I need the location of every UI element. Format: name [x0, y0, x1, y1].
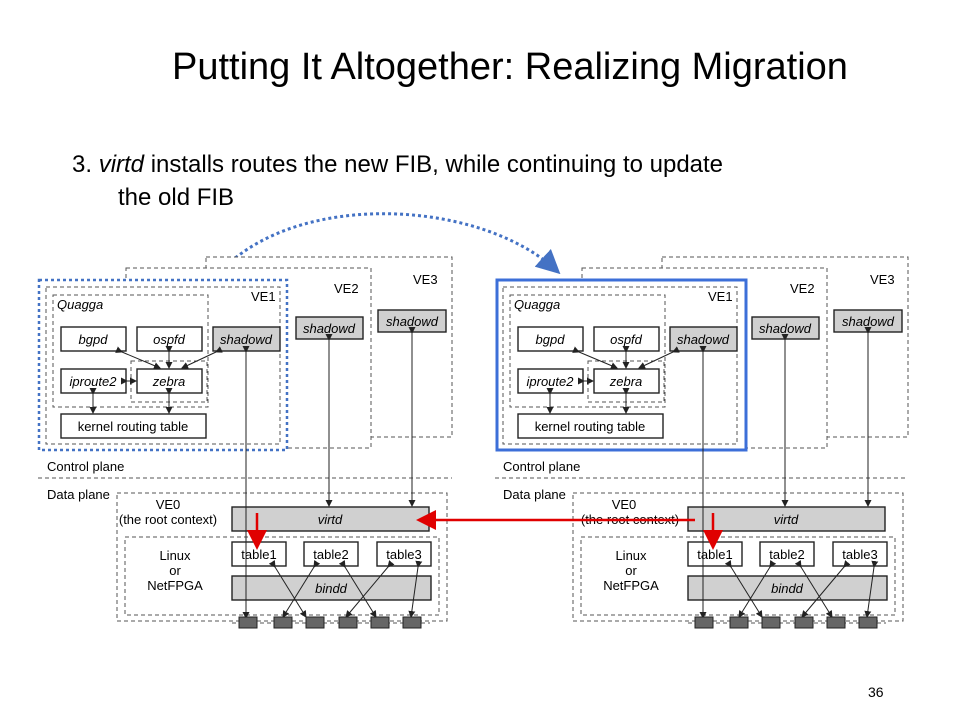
control-plane-label: Control plane — [47, 459, 124, 474]
bullet-text: 3. virtd installs routes the new FIB, wh… — [72, 148, 892, 214]
table1-label: table1 — [241, 547, 276, 562]
kernel-routing-table — [60, 413, 207, 439]
table2-label: table2 — [313, 547, 348, 562]
port — [238, 616, 258, 629]
virtd-label: virtd — [318, 512, 343, 527]
ve3-shadowd-label: shadowd — [386, 314, 439, 329]
bindd-label: bindd — [771, 581, 804, 596]
or-label: or — [169, 563, 181, 578]
port — [826, 616, 846, 629]
port — [402, 616, 422, 629]
bgpd-label: bgpd — [79, 332, 109, 347]
iproute2-label: iproute2 — [70, 374, 118, 389]
port — [794, 616, 814, 629]
netfpga-label: NetFPGA — [603, 578, 659, 593]
left-router-panel: VE3 VE2 shadowd shadowd VE1 Quagga bgpd … — [37, 256, 453, 629]
ve3-label: VE3 — [413, 272, 438, 287]
quagga-label: Quagga — [57, 297, 103, 312]
ve2-label: VE2 — [790, 281, 815, 296]
table3-label: table3 — [842, 547, 877, 562]
bindd-label: bindd — [315, 581, 348, 596]
kernel-routing-table-label: kernel routing table — [78, 419, 189, 434]
ve1-label: VE1 — [708, 289, 733, 304]
ve1-shadowd-label: shadowd — [220, 332, 273, 347]
bgpd-label: bgpd — [536, 332, 566, 347]
virtd-box — [687, 506, 886, 532]
ve2-shadowd-label: shadowd — [303, 321, 356, 336]
ve1-frame — [502, 286, 738, 445]
ve0-label: VE0 — [156, 497, 181, 512]
ospfd-label: ospfd — [610, 332, 643, 347]
ve1-frame — [45, 286, 281, 445]
iproute2-label: iproute2 — [527, 374, 575, 389]
data-plane-label: Data plane — [47, 487, 110, 502]
port — [370, 616, 390, 629]
ve1-label: VE1 — [251, 289, 276, 304]
bullet-line1-rest: installs routes the new FIB, while conti… — [144, 151, 724, 178]
bullet-virtd: virtd — [98, 151, 145, 178]
netfpga-label: NetFPGA — [147, 578, 203, 593]
bullet-prefix: 3. — [72, 151, 99, 178]
kernel-routing-table — [517, 413, 664, 439]
right-router-panel: VE3 VE2 shadowd shadowd VE1 Quagga bgpd … — [495, 256, 909, 629]
port — [729, 616, 749, 629]
page-number: 36 — [868, 684, 884, 700]
ve2-shadowd-label: shadowd — [759, 321, 812, 336]
port — [694, 616, 714, 629]
bindd-box — [231, 575, 432, 601]
table3-label: table3 — [386, 547, 421, 562]
linux-label: Linux — [615, 548, 647, 563]
ve3-shadowd-label: shadowd — [842, 314, 895, 329]
ve2-label: VE2 — [334, 281, 359, 296]
ve1-shadowd-label: shadowd — [677, 332, 730, 347]
virtd-label: virtd — [774, 512, 799, 527]
or-label: or — [625, 563, 637, 578]
table2-label: table2 — [769, 547, 804, 562]
port — [338, 616, 358, 629]
control-plane-label: Control plane — [503, 459, 580, 474]
root-context-label: (the root context) — [119, 512, 217, 527]
quagga-label: Quagga — [514, 297, 560, 312]
port — [761, 616, 781, 629]
linux-label: Linux — [159, 548, 191, 563]
ve0-label: VE0 — [612, 497, 637, 512]
zebra-label: zebra — [609, 374, 643, 389]
migration-arc — [220, 212, 561, 275]
slide-title: Putting It Altogether: Realizing Migrati… — [172, 46, 848, 88]
port — [858, 616, 878, 629]
zebra-label: zebra — [152, 374, 186, 389]
port — [273, 616, 293, 629]
data-plane-label: Data plane — [503, 487, 566, 502]
ospfd-label: ospfd — [153, 332, 186, 347]
kernel-routing-table-label: kernel routing table — [535, 419, 646, 434]
virtd-box — [231, 506, 430, 532]
ve3-label: VE3 — [870, 272, 895, 287]
bindd-box — [687, 575, 888, 601]
bullet-line2: the old FIB — [118, 184, 235, 211]
port — [305, 616, 325, 629]
